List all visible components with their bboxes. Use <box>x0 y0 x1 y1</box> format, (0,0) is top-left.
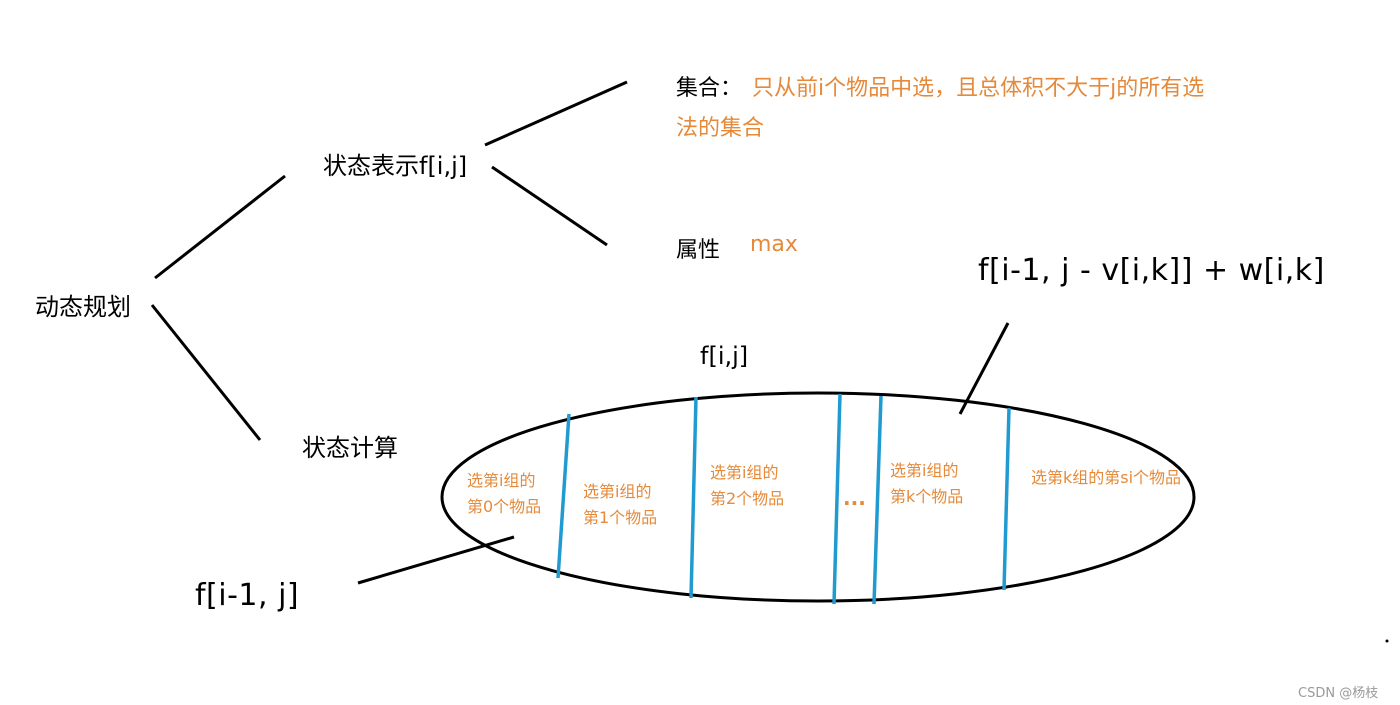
attr-value: max <box>750 232 798 257</box>
section-2-line1: 选第i组的 <box>710 463 779 482</box>
section-1-line2: 第1个物品 <box>583 508 658 527</box>
section-label-ellipsis: ... <box>843 486 866 510</box>
section-label-2: 选第i组的 第2个物品 <box>710 460 784 512</box>
pointer-left-formula <box>357 535 515 585</box>
section-divider-4 <box>872 395 883 605</box>
section-0-line1: 选第i组的 <box>467 471 536 490</box>
section-label-k: 选第i组的 第k个物品 <box>890 458 963 510</box>
section-k-line2: 第k个物品 <box>890 487 964 506</box>
section-divider-2 <box>689 396 698 599</box>
section-divider-5 <box>1002 407 1011 591</box>
ellipse-title: f[i,j] <box>700 342 749 370</box>
root-label: 动态规划 <box>35 293 131 321</box>
section-2-line2: 第2个物品 <box>710 489 785 508</box>
attr-label: 属性 <box>676 238 721 263</box>
branch-repr-to-attr <box>491 165 608 247</box>
branch-root-to-state-calc <box>150 304 262 441</box>
set-label: 集合： <box>676 76 743 101</box>
branch-root-to-state-repr <box>154 174 286 280</box>
section-divider-1 <box>556 413 571 579</box>
formula-right: f[i-1, j - v[i,k]] + w[i,k] <box>978 253 1325 288</box>
section-divider-3 <box>832 393 842 605</box>
pointer-right-formula <box>958 322 1010 415</box>
section-1-line1: 选第i组的 <box>583 482 652 501</box>
section-0-line2: 第0个物品 <box>467 497 542 516</box>
set-desc-line1: 只从前i个物品中选，且总体积不大于j的所有选 <box>752 76 1205 101</box>
state-repr-label: 状态表示f[i,j] <box>323 152 468 180</box>
formula-left: f[i-1, j] <box>195 578 300 613</box>
state-calc-label: 状态计算 <box>302 434 398 462</box>
watermark: CSDN @杨枝 <box>1298 686 1379 701</box>
section-label-1: 选第i组的 第1个物品 <box>583 479 657 531</box>
set-ellipse <box>440 391 1196 603</box>
stray-dot <box>1385 639 1389 643</box>
set-desc-line2: 法的集合 <box>676 116 765 141</box>
section-label-si: 选第k组的第si个物品 <box>1031 468 1182 487</box>
branch-repr-to-set <box>484 80 628 147</box>
section-k-line1: 选第i组的 <box>890 461 959 480</box>
section-label-0: 选第i组的 第0个物品 <box>467 468 541 520</box>
